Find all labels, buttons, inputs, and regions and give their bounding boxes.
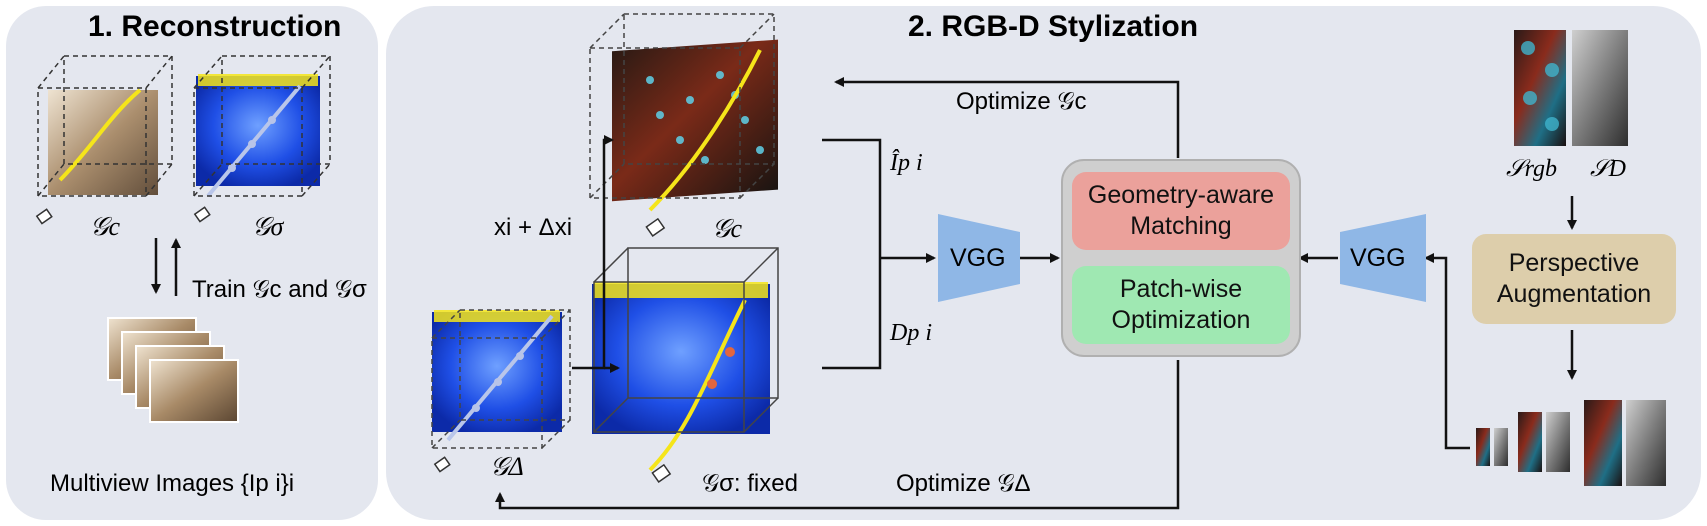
delta-cube bbox=[431, 309, 571, 473]
rendered-depth-label: Dp i bbox=[890, 320, 932, 346]
augmented-style-pyramid bbox=[1476, 400, 1666, 486]
stylized-color-cube bbox=[589, 13, 778, 237]
train-label: Train 𝒢c and 𝒢σ bbox=[192, 276, 367, 303]
vgg-right-shape bbox=[1340, 214, 1426, 302]
optimize-color-loop bbox=[834, 77, 1180, 158]
rendered-rgb-label: Îp i bbox=[890, 150, 923, 176]
camera-icon bbox=[433, 456, 451, 473]
density-fixed-label: 𝒢σ: fixed bbox=[702, 470, 798, 497]
color-cube-label: 𝒢c bbox=[712, 214, 743, 243]
camera-icon bbox=[35, 208, 53, 225]
optimize-delta-loop bbox=[495, 360, 1180, 510]
vgg-left-shape bbox=[938, 214, 1020, 302]
geometry-aware-matching-box: Geometry-aware Matching bbox=[1072, 172, 1290, 250]
stylization-title: 2. RGB-D Stylization bbox=[908, 10, 1199, 43]
delta-cube-label: 𝒢Δ bbox=[490, 452, 524, 481]
multiview-images-stack bbox=[107, 317, 239, 423]
vgg-right-label: VGG bbox=[1350, 244, 1406, 272]
camera-icon bbox=[193, 206, 211, 223]
style-depth-label: 𝒮D bbox=[1590, 156, 1626, 182]
stylized-density-cube bbox=[592, 247, 779, 483]
pyramid-to-vgg-arrow bbox=[1424, 253, 1470, 450]
reconstruction-density-cube bbox=[193, 55, 331, 223]
optimize-color-label: Optimize 𝒢c bbox=[956, 88, 1087, 115]
multiview-label: Multiview Images {Ip i}i bbox=[50, 470, 295, 497]
optimize-delta-label: Optimize 𝒢Δ bbox=[896, 470, 1031, 497]
cube-density-label: 𝒢σ bbox=[252, 212, 284, 241]
reconstruction-title: 1. Reconstruction bbox=[88, 10, 342, 43]
vgg-left-label: VGG bbox=[950, 244, 1006, 272]
camera-icon bbox=[645, 217, 666, 237]
patch-wise-optimization-box: Patch-wise Optimization bbox=[1072, 266, 1290, 344]
style-rgb-label: 𝒮rgb bbox=[1506, 156, 1558, 182]
style-depth-image bbox=[1572, 30, 1628, 146]
depth-render-line bbox=[822, 258, 882, 370]
rgb-render-line bbox=[822, 138, 882, 258]
delta-to-color-arrow bbox=[572, 135, 614, 370]
offset-label: xi + Δxi bbox=[494, 214, 573, 241]
camera-icon bbox=[651, 463, 672, 483]
style-rgb-image bbox=[1514, 30, 1566, 146]
perspective-augmentation-box: Perspective Augmentation bbox=[1472, 234, 1676, 324]
reconstruction-color-cube bbox=[35, 55, 173, 225]
cube-color-label: 𝒢c bbox=[90, 212, 121, 241]
